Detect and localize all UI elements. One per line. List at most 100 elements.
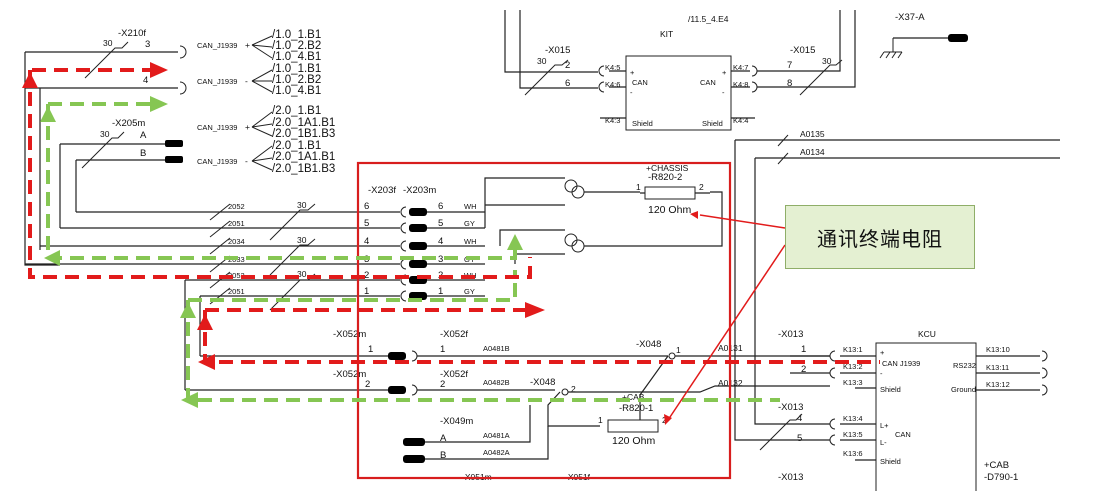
- x052m-pin-2: 2: [365, 379, 370, 390]
- wire-2052: 2052: [228, 202, 245, 211]
- x205m-label: -X205m: [112, 118, 145, 129]
- kit-pin-k48: K4:8: [733, 80, 748, 89]
- r820-2-tag: +CHASSIS: [646, 163, 689, 173]
- wire-2052b: 2052: [228, 271, 245, 280]
- kit-pin-k45: K4:5: [605, 63, 620, 72]
- x203m-pin-6: 6: [438, 201, 443, 212]
- ground-icon: [879, 38, 903, 59]
- x37a-connector: -X37-A: [879, 12, 968, 59]
- x203-num30-b: 30: [297, 235, 307, 245]
- kcu-pin-k1312: K13:12: [986, 380, 1010, 389]
- x048-node-1: [668, 352, 676, 360]
- r820-2-name: -R820-2: [648, 172, 682, 183]
- x015-left-sockets: [598, 65, 605, 93]
- ref-2: /1.0_2.B2: [272, 40, 321, 52]
- color-wh-6: WH: [464, 202, 477, 211]
- x203m-pin-3: 3: [438, 254, 443, 265]
- x013-sockets: [829, 350, 836, 446]
- x049m-plug-b: [403, 455, 425, 463]
- splice-lower: [564, 233, 585, 253]
- x203f-pin-1: 1: [364, 286, 369, 297]
- r820-1-tag: +CAB: [622, 392, 645, 402]
- x049m-pin-b: B: [440, 450, 446, 461]
- can-label-1-plus: +: [245, 40, 250, 50]
- x203f-label: -X203f: [368, 185, 396, 196]
- kit-can-right: CAN: [700, 78, 716, 87]
- color-gy-1: GY: [464, 287, 475, 296]
- ref-6: /1.0_4.B1: [272, 85, 321, 97]
- x203-block: -X203f -X203m 2052 2051 2034 2033 2052 2…: [25, 177, 723, 311]
- kit-right-minus: -: [722, 88, 725, 97]
- r820-1-value: 120 Ohm: [612, 435, 655, 447]
- kcu-tag: +CAB: [984, 460, 1009, 471]
- x203f-pin-5: 5: [364, 218, 369, 229]
- kcu-pin-k1311: K13:11: [986, 363, 1009, 372]
- x203-num30-a: 30: [297, 200, 307, 210]
- x015-left-wire-1: [504, 10, 598, 73]
- x013-to-kcu: [840, 355, 876, 461]
- x015-left-label: -X015: [545, 45, 570, 56]
- a0135-a0134-lines: [735, 139, 1060, 159]
- termination-resistor-callout: 通讯终端电阻: [785, 205, 975, 269]
- x210f-socket-3: [179, 45, 187, 59]
- can-fan-2: [251, 69, 273, 93]
- x210f-socket-4: [179, 81, 187, 95]
- kcu-pin-k136: K13:6: [843, 449, 863, 458]
- x37a-plug: [948, 34, 968, 42]
- x015-right-sockets: [751, 65, 758, 93]
- x013-pin-5: 5: [797, 433, 802, 444]
- x203-num30-c: 30: [297, 269, 307, 279]
- x203f-pin-4: 4: [364, 236, 369, 247]
- x205m-pin-b: B: [140, 148, 146, 159]
- kit-left-minus: -: [630, 88, 633, 97]
- can-fan-4: [251, 145, 273, 171]
- kcu-label: KCU: [918, 329, 936, 339]
- can-label-2-minus: -: [245, 76, 248, 86]
- r820-1-pin1: 1: [598, 415, 603, 425]
- x052m-label-2: -X052m: [333, 369, 366, 380]
- wire-2051: 2051: [228, 219, 245, 228]
- r820-2-body: [644, 186, 696, 200]
- x052f-pin-2: 2: [440, 379, 445, 390]
- ref-8: /2.0_1A1.B1: [272, 117, 335, 129]
- kit-right-plus: +: [722, 68, 727, 77]
- x205m-plug-b: [165, 156, 183, 163]
- x013-label-2: -X013: [778, 402, 803, 413]
- can-fan-3: [251, 111, 273, 137]
- can-label-4-minus: -: [245, 156, 248, 166]
- kcu-can-j1939: CAN J1939: [882, 359, 920, 368]
- a0481b-label: A0481B: [483, 344, 510, 353]
- x052-right-wires: [417, 355, 668, 391]
- x210f-pin-3: 3: [145, 39, 150, 50]
- x203-pair-routes: [484, 177, 565, 264]
- x203-left-wires: [25, 211, 400, 297]
- x015-left-wire-2: [519, 10, 598, 89]
- x205m-pin-a: A: [140, 130, 147, 141]
- x052m-label-1: -X052m: [333, 329, 366, 340]
- x052-plug-2: [388, 386, 406, 394]
- can-label-4: CAN_J1939: [197, 157, 237, 166]
- kcu-box: [875, 342, 977, 491]
- x013-kcu-block: -X013 1 2 -X013 4 5 -X013 KCU K13:1 K13:…: [758, 329, 1048, 491]
- x048-label-1: -X048: [636, 339, 661, 350]
- kit-block: /11.5_4.E4 KIT K4:5 K4:6 K4:3 K4:7 K4:8 …: [605, 14, 748, 131]
- kcu-shield-1: Shield: [880, 385, 901, 394]
- kit-shield-left: Shield: [632, 119, 653, 128]
- kit-can-left: CAN: [632, 78, 648, 87]
- callout-pointers: [664, 211, 786, 425]
- x210f-connector: -X210f 30 3 4: [24, 28, 187, 266]
- x015-connectors: -X015 30 2 6 -X015 30 7 8: [504, 10, 856, 119]
- x015-right-label: -X015: [790, 45, 815, 56]
- kcu-right-sockets: [1041, 350, 1048, 396]
- can-label-1: CAN_J1939: [197, 41, 237, 50]
- red-signal-route: [22, 62, 880, 370]
- x049m-plug-a: [403, 438, 425, 446]
- x013-label-1: -X013: [778, 329, 803, 340]
- x210f-pin-4: 4: [143, 75, 148, 86]
- green-signal-route: [40, 96, 780, 408]
- a013x-drops: [734, 140, 758, 441]
- x205m-shield-mark: [81, 131, 125, 169]
- kcu-can: CAN: [895, 430, 911, 439]
- x015-left-pin-6: 6: [565, 78, 570, 89]
- kit-pin-k47: K4:7: [733, 63, 748, 72]
